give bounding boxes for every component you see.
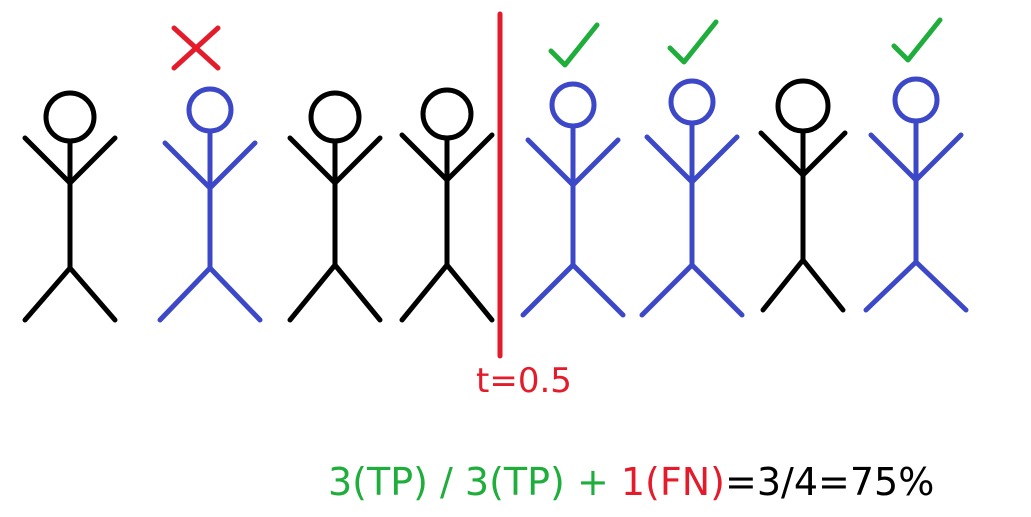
formula-result-part: =3/4=75%	[725, 460, 935, 504]
person-left-leg	[287, 262, 338, 323]
formula-tp-part: 3(TP) / 3(TP) +	[328, 460, 621, 504]
person-right-arm	[444, 132, 495, 183]
person-right-leg	[332, 262, 383, 323]
positive-person-5	[520, 81, 626, 318]
person-head	[420, 87, 474, 141]
marks-group	[171, 17, 943, 71]
person-head	[43, 90, 97, 144]
check-icon	[548, 22, 600, 68]
cross-icon	[171, 25, 221, 71]
person-left-arm	[399, 132, 450, 183]
positive-person-6	[639, 78, 745, 318]
person-left-leg	[760, 257, 806, 313]
person-right-leg	[800, 257, 846, 313]
person-left-leg	[157, 265, 213, 323]
negative-person-7	[758, 78, 848, 313]
threshold-label: t=0.5	[476, 361, 572, 401]
person-left-arm	[162, 140, 213, 191]
person-left-leg	[22, 265, 73, 323]
negative-person-4	[399, 87, 495, 323]
person-right-leg	[444, 262, 495, 323]
person-right-leg	[67, 265, 118, 323]
check-icon	[891, 17, 943, 63]
person-head	[775, 78, 831, 134]
person-left-arm	[644, 134, 695, 185]
person-left-leg	[520, 262, 576, 318]
person-right-leg	[207, 265, 263, 323]
person-left-arm	[525, 137, 576, 188]
person-head	[668, 78, 716, 126]
person-right-leg	[570, 262, 626, 318]
recall-formula: 3(TP) / 3(TP) + 1(FN)=3/4=75%	[328, 463, 934, 501]
person-right-arm	[570, 137, 621, 188]
person-right-arm	[800, 130, 848, 178]
person-left-arm	[868, 132, 919, 183]
person-left-leg	[639, 262, 695, 318]
person-left-arm	[758, 130, 806, 178]
person-right-arm	[67, 135, 118, 186]
formula-fn-part: 1(FN)	[620, 460, 725, 504]
person-right-arm	[207, 140, 258, 191]
person-left-leg	[863, 259, 919, 313]
check-icon	[667, 19, 719, 65]
negative-person-1	[22, 90, 118, 323]
person-left-leg	[399, 262, 450, 323]
person-head	[186, 86, 234, 134]
person-right-arm	[689, 134, 740, 185]
positive-person-8	[863, 76, 969, 313]
person-head	[549, 81, 597, 129]
person-right-leg	[913, 259, 969, 313]
person-left-arm	[22, 135, 73, 186]
positive-person-2	[157, 86, 263, 323]
people-group	[22, 76, 969, 323]
negative-person-3	[287, 90, 383, 323]
person-right-leg	[689, 262, 745, 318]
person-right-arm	[332, 135, 383, 186]
person-head	[308, 90, 362, 144]
person-right-arm	[913, 132, 964, 183]
person-head	[892, 76, 940, 124]
person-left-arm	[287, 135, 338, 186]
